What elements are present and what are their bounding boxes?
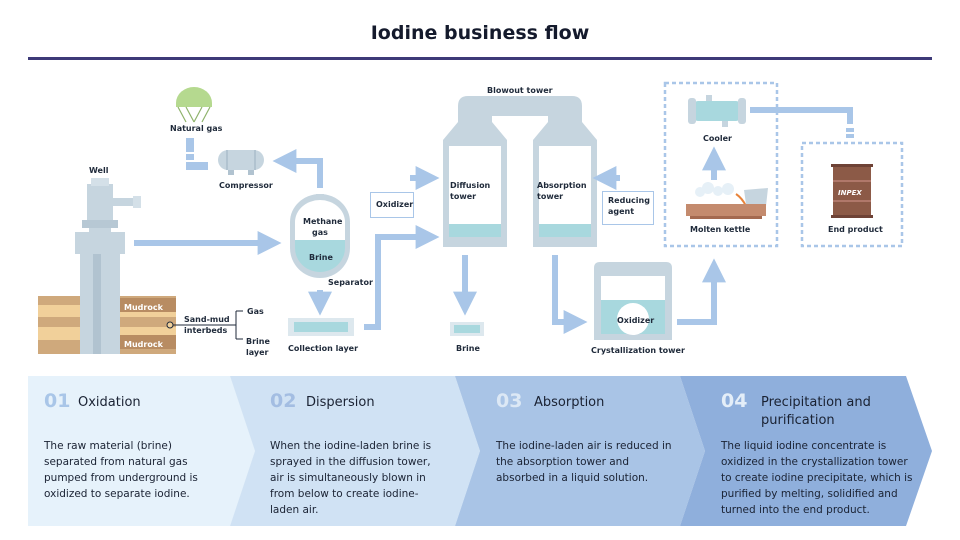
well [75,178,141,354]
separator [290,194,350,278]
cooler [688,95,746,127]
step-description: The raw material (brine) separated from … [44,440,198,500]
well-label: Well [89,166,109,175]
molten-kettle-label: Molten kettle [690,225,751,234]
title-divider [28,57,932,60]
step-number: 01 [44,390,71,412]
step-number: 03 [496,390,523,412]
compressor [218,150,264,175]
collection-layer-label: Collection layer [288,344,359,353]
step-title: Precipitation and purification [761,395,871,428]
step-description: The liquid iodine concentrate is oxidize… [721,440,913,516]
step-2-bg [230,376,480,526]
step-description: The iodine-laden air is reduced in the a… [496,440,672,484]
brine-out-basin [450,322,484,336]
diffusion-tower-label: Diffusion tower [450,181,491,201]
reducing-agent-box [602,191,654,225]
reducing-agent-label: Reducing agent [608,196,650,216]
cooler-label: Cooler [703,134,732,143]
brine-out-label: Brine [456,344,480,353]
step-precipitation: 04 Precipitation and purification The li… [721,376,921,526]
step-1-bg [28,376,255,526]
brine-layer-label: Brine layer [246,337,270,357]
flow-arrows [134,107,853,334]
step-3-bg [455,376,705,526]
sand-mud-interbeds-label: Sand-mud interbeds [184,315,230,335]
compressor-label: Compressor [219,181,273,190]
separator-brine-label: Brine [309,253,333,262]
end-product-drum [831,164,873,218]
page-title: Iodine business flow [370,22,590,44]
blowout-tower [443,96,597,247]
crystallization-oxidizer-label: Oxidizer [617,316,655,325]
step-title: Absorption [534,395,605,410]
step-number: 04 [721,390,748,412]
natural-gas-tank [176,87,212,170]
step-oxidation: 01 Oxidation The raw material (brine) se… [44,376,234,526]
mudrock-top-label: Mudrock [124,303,163,312]
molten-kettle [686,182,768,219]
collection-layer [288,318,354,336]
crystallization-tower [594,262,672,340]
gas-label: Gas [247,307,264,316]
methane-gas-label: Methane gas [303,217,343,237]
natural-gas-label: Natural gas [170,124,223,133]
crystallization-tower-label: Crystallization tower [591,346,685,355]
step-description: When the iodine-laden brine is sprayed i… [270,440,432,516]
step-title: Oxidation [78,395,141,410]
drum-brand-label: INPEX [838,189,862,197]
step-absorption: 03 Absorption The iodine-laden air is re… [496,376,686,526]
step-4-bg [680,376,932,526]
step-number: 02 [270,390,297,412]
blowout-tower-label: Blowout tower [487,86,553,95]
step-dispersion: 02 Dispersion When the iodine-laden brin… [270,376,460,526]
oxidizer-input-label: Oxidizer [376,200,414,209]
absorption-tower-label: Absorption tower [537,181,587,201]
process-diagram: Natural gas Well Compressor Methane gas … [0,62,960,372]
oxidizer-input-box [370,192,414,218]
separator-label: Separator [328,278,373,287]
step-title: Dispersion [306,395,375,410]
end-product-label: End product [828,225,883,234]
process-steps: 01 Oxidation The raw material (brine) se… [28,376,932,526]
mudrock-bottom-label: Mudrock [124,340,163,349]
